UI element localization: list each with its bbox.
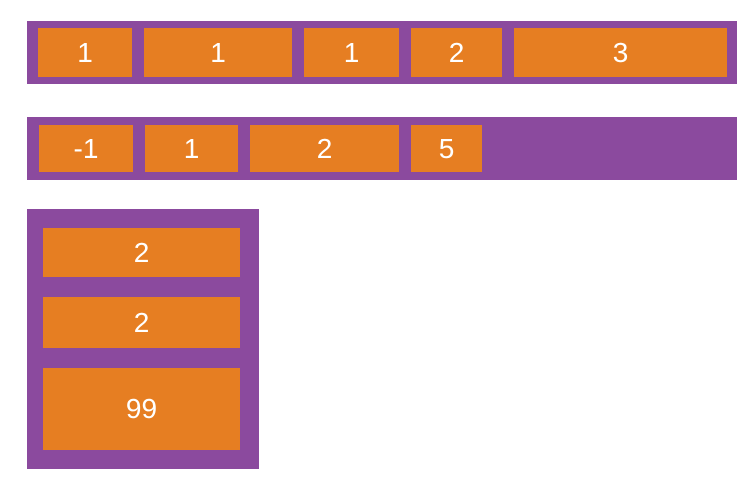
flex-container-left-column: 2 2 99 — [27, 209, 259, 469]
flex-item: -1 — [39, 125, 133, 172]
flex-item: 2 — [250, 125, 399, 172]
flex-item: 1 — [144, 28, 292, 77]
flex-item: 2 — [43, 228, 240, 277]
flex-item: 2 — [43, 297, 240, 348]
flex-item: 1 — [304, 28, 399, 77]
flex-item: 3 — [514, 28, 727, 77]
flex-item: 99 — [43, 368, 240, 450]
flex-container-top-row: 1 1 1 2 3 — [27, 21, 737, 84]
flex-item: 1 — [38, 28, 132, 77]
flex-item: 1 — [145, 125, 238, 172]
flex-item: 2 — [411, 28, 502, 77]
flex-container-middle-row: -1 1 2 5 — [27, 117, 737, 180]
flex-item: 5 — [411, 125, 482, 172]
